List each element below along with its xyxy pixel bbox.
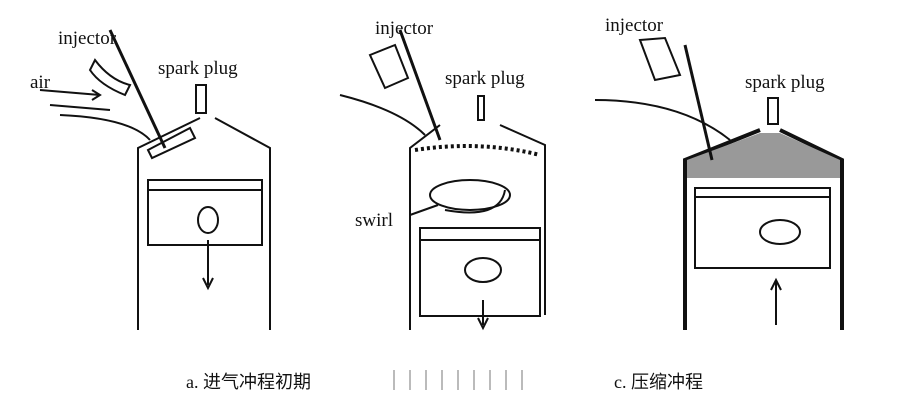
air-label: air [30,72,51,93]
injector-label-c: injector [605,15,664,36]
piston-pin-c [759,219,801,245]
caption-c: c. 压缩冲程 [614,372,703,392]
caption-b-obscured [385,370,523,390]
piston-b [419,227,541,317]
down-arrow-b [477,300,489,331]
swirl-label: swirl [355,210,393,231]
piston-a [147,179,263,246]
piston-c [694,187,831,269]
spark-plug-c [767,97,779,125]
caption-a: a. 进气冲程初期 [186,372,311,392]
injector-label-a: injector [58,28,117,49]
spark-plug-a [195,84,207,114]
spark-plug-b [477,95,485,121]
panel-a-cylinder [39,29,271,330]
down-arrow-a [202,240,214,291]
spark-plug-label-a: spark plug [158,58,238,79]
injector-b [368,43,410,90]
spark-plug-label-b: spark plug [445,68,525,89]
intake-valve [146,126,197,160]
injector-a [88,58,132,97]
swirl-ring [429,179,511,211]
injector-c [638,36,682,82]
spark-plug-label-c: spark plug [745,72,825,93]
injector-label-b: injector [375,18,434,39]
panel-c-cylinder [594,36,844,330]
up-arrow-c [770,277,782,325]
piston-pin-a [197,206,219,234]
piston-pin-b [464,257,502,283]
panel-b-cylinder [339,29,546,331]
